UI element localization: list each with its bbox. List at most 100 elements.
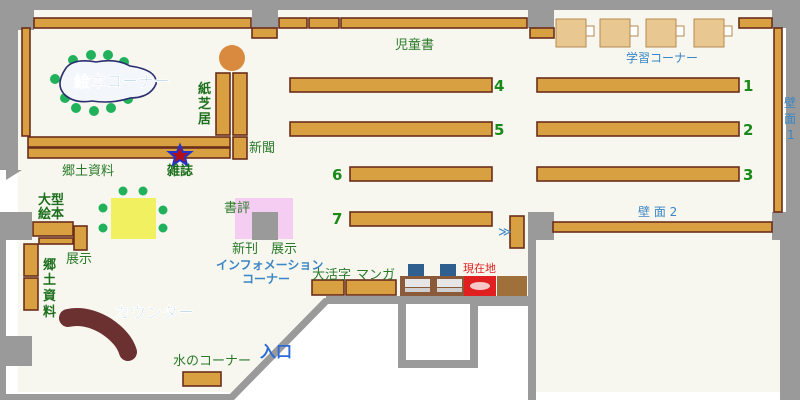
- shelf-top-7: [738, 17, 773, 29]
- pillar-top-mid: [252, 0, 278, 28]
- outside-area: [228, 300, 530, 400]
- shelf-1: [536, 77, 740, 93]
- pillar-top-right: [528, 0, 554, 28]
- label-entrance: 入口: [260, 342, 292, 361]
- label-wall-1-b: 面: [784, 112, 796, 126]
- shelf-local-b: [27, 147, 231, 159]
- shelf-local-left-c: [23, 277, 39, 311]
- wall-left-upper: [0, 0, 18, 170]
- counter: [59, 308, 137, 361]
- shelf-top-3: [278, 17, 308, 29]
- shelf-number-4: 4: [494, 77, 504, 95]
- shelf-top-2: [251, 27, 278, 39]
- shelf-local-left-a: [38, 237, 74, 245]
- shelf-wall-1: [773, 27, 783, 213]
- wall-top: [0, 0, 800, 10]
- shelf-top-5: [340, 17, 528, 29]
- shelf-4: [289, 77, 493, 93]
- label-info-corner-2: コーナー: [242, 272, 290, 286]
- wall-room-divider-a: [398, 300, 406, 366]
- shelf-left-wall: [21, 27, 31, 137]
- label-wall-1-c: 1: [787, 128, 795, 142]
- shelf-number-5: 5: [494, 121, 504, 139]
- shelf-number-2: 2: [743, 121, 753, 139]
- wall-bottom-left: [0, 394, 230, 400]
- terminals: [400, 264, 464, 296]
- label-large-picture-books-2: 絵本: [38, 206, 64, 222]
- shelf-newspaper-a: [232, 72, 248, 136]
- large-book-table: [98, 186, 168, 239]
- shelf-top-6: [529, 27, 555, 39]
- shelf-top-4: [308, 17, 340, 29]
- shelf-exhibit: [73, 225, 88, 251]
- wall-right: [786, 0, 800, 240]
- label-manga: マンガ: [356, 268, 395, 283]
- wall-far-right: [780, 236, 800, 400]
- label-newspaper: 新聞: [249, 140, 275, 156]
- shelf-wall-2: [552, 221, 773, 233]
- label-book-reviews: 書評: [224, 201, 250, 216]
- shelf-local-left-b: [23, 243, 39, 277]
- current-location-dot: [470, 282, 490, 290]
- label-info-corner-1: インフォメーション: [216, 258, 323, 272]
- arrow-icon: ≫: [498, 225, 512, 240]
- label-kamishibai-1: 紙: [198, 81, 211, 97]
- shelf-local-a: [27, 136, 231, 148]
- picture-book-rug: [59, 59, 157, 103]
- wall-room-right-gap: [478, 300, 528, 306]
- wall-room-bottom: [398, 360, 478, 368]
- magazine-star-icon: [166, 142, 194, 168]
- label-childrens-books: 児童書: [395, 37, 434, 53]
- wall-left-notch: [6, 170, 22, 180]
- shelf-manga: [345, 279, 397, 296]
- shelf-number-1: 1: [743, 77, 753, 95]
- wall-lower-right: [528, 236, 536, 400]
- shelf-large-print: [311, 279, 345, 296]
- pillar-right-mid: [528, 212, 554, 240]
- wall-room-divider-b: [470, 300, 478, 366]
- label-magazines: 雑誌: [166, 163, 193, 179]
- shelf-large-picture-books: [32, 221, 74, 237]
- terminal-end: [497, 276, 527, 296]
- shelf-2: [536, 121, 740, 137]
- label-exhibit-left: 展示: [66, 252, 92, 267]
- wall-left-lower: [0, 212, 6, 400]
- shelf-number-7: 7: [332, 210, 342, 228]
- label-local-left-3: 資: [43, 288, 56, 304]
- shelf-number-6: 6: [332, 166, 342, 184]
- label-picture-book-corner: 絵本コーナー: [74, 72, 170, 91]
- label-wall-1-a: 壁: [784, 95, 796, 110]
- info-corner: [235, 198, 293, 240]
- shelf-small-right: [509, 215, 525, 249]
- wall-lower-horizontal: [326, 296, 536, 304]
- pillar-left-low: [4, 336, 32, 366]
- wall-diagonal: [224, 298, 334, 400]
- pillar-top-left: [0, 0, 34, 30]
- label-large-picture-books-1: 大型: [38, 192, 64, 208]
- shelf-water-corner: [182, 371, 222, 387]
- label-wall-2: 壁 面 2: [638, 204, 677, 219]
- shelf-3: [536, 166, 740, 182]
- label-current-location: 現在地: [463, 262, 496, 275]
- label-local-left-4: 料: [43, 304, 56, 320]
- shelf-number-3: 3: [743, 166, 753, 184]
- shelf-kamishibai: [215, 72, 231, 136]
- pillar-far-right-mid: [772, 212, 800, 240]
- label-local-left-2: 土: [43, 272, 56, 288]
- label-large-print: 大活字: [312, 268, 351, 283]
- shelf-newspaper-b: [232, 136, 248, 160]
- label-counter: カウンター: [114, 303, 194, 322]
- label-study-corner: 学習コーナー: [626, 50, 698, 65]
- shelf-top-1: [33, 17, 252, 29]
- shelf-6: [349, 166, 493, 182]
- label-kamishibai-2: 芝: [198, 96, 211, 112]
- shelf-5: [289, 121, 493, 137]
- study-desks: [555, 18, 733, 48]
- label-water-corner: 水のコーナー: [173, 354, 251, 369]
- label-new-publications: 新刊 展示: [232, 241, 297, 257]
- label-kamishibai-3: 居: [198, 112, 211, 127]
- pillar-top-far-right: [772, 0, 800, 28]
- label-local-materials-top: 郷土資料: [62, 164, 114, 179]
- label-local-left-1: 郷: [43, 258, 56, 273]
